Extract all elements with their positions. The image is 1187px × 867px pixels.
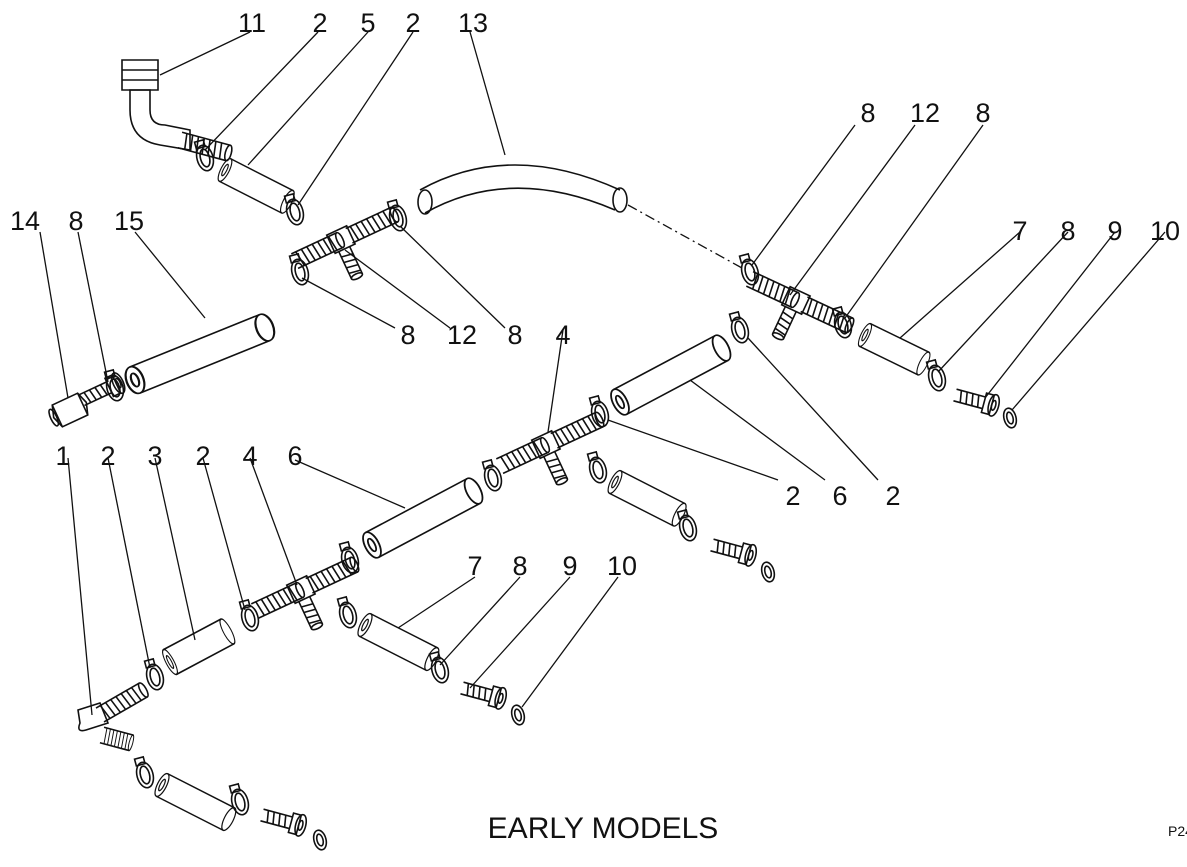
callout-5: 5 [360,8,375,38]
callout-8: 8 [975,98,990,128]
callout-8: 8 [860,98,875,128]
callout-4: 4 [555,320,570,350]
callout-12: 12 [910,98,940,128]
callout-2: 2 [785,481,800,511]
callout-8: 8 [507,320,522,350]
callout-8: 8 [512,551,527,581]
callout-9: 9 [562,551,577,581]
callout-2: 2 [195,441,210,471]
callout-labels: 11 2 5 2 13 8 12 8 14 8 15 7 8 9 10 8 12… [10,8,1180,581]
callout-7: 7 [467,551,482,581]
callout-13: 13 [458,8,488,38]
callout-2: 2 [312,8,327,38]
callout-10: 10 [607,551,637,581]
figure-code: P24 [1168,823,1187,839]
diagram-caption: EARLY MODELS [488,812,719,845]
upper-left-assembly [45,59,743,431]
callout-10: 10 [1150,216,1180,246]
right-assembly [586,251,1020,431]
callout-3: 3 [147,441,162,471]
callout-7: 7 [1012,216,1027,246]
callout-1: 1 [55,441,70,471]
callout-2: 2 [100,441,115,471]
callout-4: 4 [242,441,257,471]
callout-8: 8 [1060,216,1075,246]
lower-assembly [77,409,778,853]
callout-2: 2 [405,8,420,38]
callout-8: 8 [68,206,83,236]
callout-12: 12 [447,320,477,350]
callout-11: 11 [238,8,266,38]
callout-14: 14 [10,206,40,236]
callout-6: 6 [287,441,302,471]
callout-8: 8 [400,320,415,350]
callout-15: 15 [114,206,144,236]
leader-lines [39,31,1166,716]
callout-2: 2 [885,481,900,511]
callout-6: 6 [832,481,847,511]
callout-9: 9 [1107,216,1122,246]
